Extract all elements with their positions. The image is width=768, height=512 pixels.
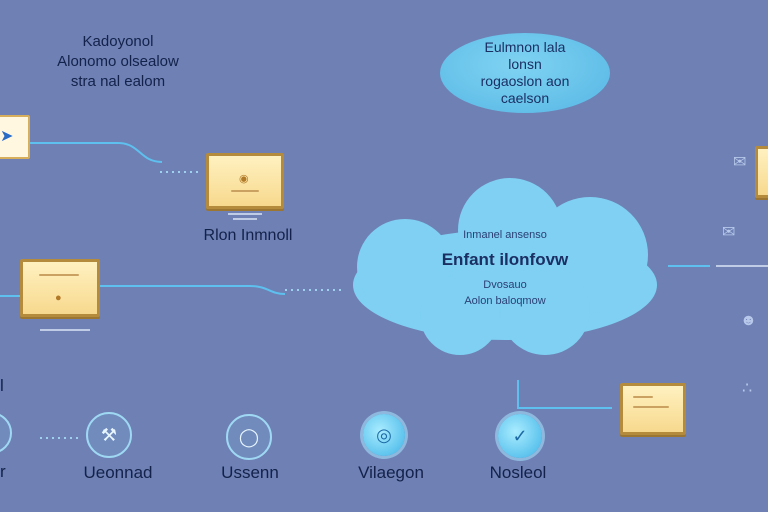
connector-bottom: [517, 380, 612, 409]
node-ussenn[interactable]: ◯: [226, 414, 272, 460]
folder-badge-icon: ●: [55, 292, 62, 304]
cloud-top-text: Inmanel ansenso: [463, 229, 547, 241]
node-ussenn-label: Ussenn: [221, 463, 279, 482]
edge-document[interactable]: ➤: [0, 115, 30, 159]
chat-icon-2: ✉: [722, 224, 736, 241]
cloud-line-2: Aolon baloqmow: [464, 295, 546, 307]
user-icon: ☻: [740, 312, 757, 329]
arrow-icon: ➤: [0, 128, 14, 145]
globe-icon: ◯: [238, 426, 260, 447]
info-bubble[interactable]: Eulmnon lala lonsn rogaoslon aon caelson: [440, 33, 610, 113]
cloud-line-1: Dvosauo: [483, 279, 527, 291]
header-line-2: Alonomo olsealow: [57, 53, 179, 70]
header-line-1: Kadoyonol: [82, 33, 154, 50]
folder-right-top[interactable]: [755, 146, 768, 198]
tool-icon: ⚒: [100, 424, 118, 445]
bubble-line-2: lonsn: [508, 56, 542, 72]
node-nosleol[interactable]: ✓: [498, 414, 542, 458]
cloud-node[interactable]: Inmanel ansenso Enfant ilonfovw Dvosauo …: [335, 175, 675, 365]
folder-line: [633, 406, 669, 408]
left-partial-label: r: [0, 462, 6, 481]
node-vilaegon-label: Vilaegon: [358, 463, 424, 482]
folder-line: [231, 190, 259, 192]
connector-mid-right: [100, 285, 286, 295]
target-icon: ◎: [376, 424, 392, 445]
cloud-shape: [353, 178, 657, 355]
bubble-line-4: caelson: [500, 90, 550, 106]
chat-icon: ✉: [733, 154, 747, 171]
folder-line: [39, 274, 79, 276]
cloud-title: Enfant ilonfovw: [441, 250, 569, 269]
node-vilaegon[interactable]: ◎: [363, 414, 405, 456]
folder-mid-left[interactable]: ●: [20, 259, 100, 317]
check-icon: ✓: [512, 425, 528, 446]
header-line-3: stra nal ealom: [70, 73, 166, 90]
node-nosleol-label: Nosleol: [489, 463, 547, 482]
cart-icon: ∴: [742, 380, 753, 397]
folder-badge-icon: ◉: [239, 173, 249, 185]
left-fragment-text: l: [0, 376, 4, 395]
folder-line: [633, 396, 653, 398]
node-ueonnad-label: Ueonnad: [83, 463, 153, 482]
connector-top-left: [28, 142, 163, 163]
folder-top-label: Rlon Inmnoll: [203, 227, 293, 244]
folder-right-bottom[interactable]: [620, 383, 686, 435]
header-text-block: Kadoyonol Alonomo olsealow stra nal ealo…: [28, 32, 208, 92]
bubble-line-3: rogaoslon aon: [480, 73, 570, 89]
folder-top[interactable]: ◉: [206, 153, 284, 209]
bubble-line-1: Eulmnon lala: [484, 39, 566, 55]
node-ueonnad[interactable]: ⚒: [86, 412, 132, 458]
